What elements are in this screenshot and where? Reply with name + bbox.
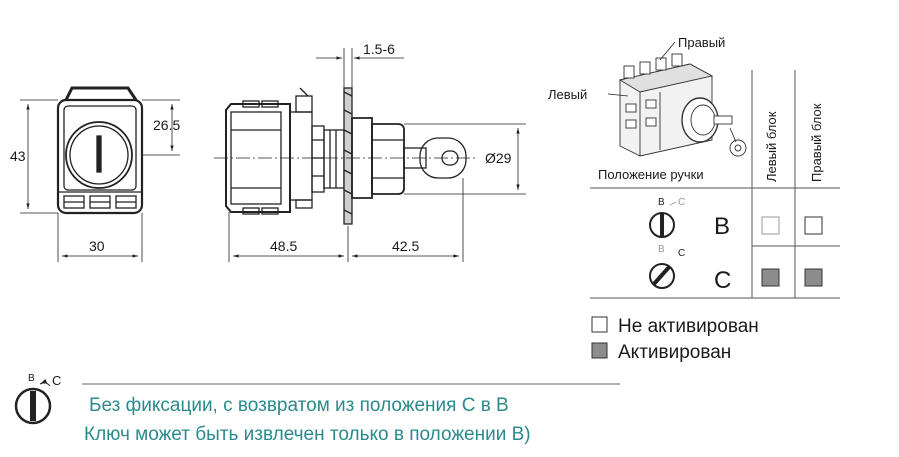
legend-inactive-label: Не активирован	[618, 316, 759, 337]
side-dimensions	[228, 48, 526, 262]
row-c-dial-letter-b: B	[658, 244, 665, 255]
row-c-dial-letter-c: C	[678, 248, 685, 259]
dim-depth-front: 42.5	[392, 238, 419, 254]
dim-depth-body: 48.5	[270, 238, 297, 254]
note-line-2: Ключ может быть извлечен только в положе…	[84, 424, 531, 445]
dim-height-center: 26.5	[153, 117, 180, 133]
header-left-block: Левый блок	[764, 111, 779, 182]
row-b-dial-letter-b: B	[658, 197, 665, 208]
note-line-1: Без фиксации, с возвратом из положения C…	[89, 395, 509, 416]
front-dimensions	[20, 99, 180, 262]
label-right-block: Правый	[678, 35, 725, 50]
row-c-position-label: C	[714, 267, 731, 294]
switch-symbol-letter-b: B	[28, 373, 35, 384]
row-c-left-block-state	[761, 268, 780, 287]
switch-symbol-letter-c: C	[52, 373, 61, 388]
legend-active-label: Активирован	[618, 342, 731, 363]
row-c-dial-icon	[649, 263, 675, 289]
legend-inactive-swatch	[591, 316, 608, 333]
side-view	[225, 87, 467, 225]
table-assembly-leaders	[607, 41, 676, 97]
header-right-block: Правый блок	[809, 103, 824, 182]
header-position: Положение ручки	[598, 167, 704, 182]
table-assembly-illustration	[618, 53, 747, 157]
front-view	[56, 86, 144, 215]
switch-symbol-icon	[14, 378, 52, 425]
dim-width-front: 30	[89, 238, 105, 254]
dim-diameter: Ø29	[485, 150, 512, 166]
dim-panel-thickness: 1.5-6	[363, 41, 395, 57]
row-b-dial-letter-c: C	[678, 197, 685, 208]
table-grid	[590, 70, 840, 299]
legend-active-swatch	[591, 342, 608, 359]
row-b-left-block-state	[761, 216, 780, 235]
dim-height-total: 43	[10, 148, 26, 164]
row-c-right-block-state	[804, 268, 823, 287]
row-b-right-block-state	[804, 216, 823, 235]
row-b-position-label: B	[714, 213, 730, 240]
label-left-block: Левый	[548, 87, 587, 102]
row-b-dial-icon	[649, 201, 677, 238]
